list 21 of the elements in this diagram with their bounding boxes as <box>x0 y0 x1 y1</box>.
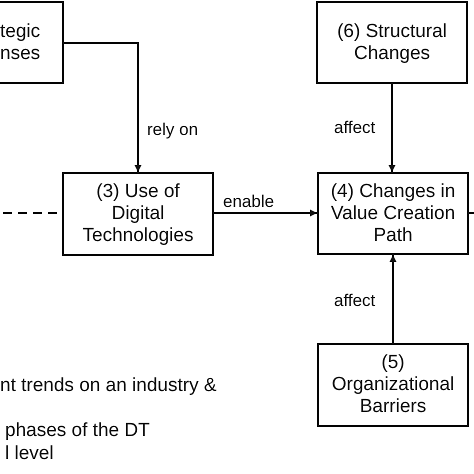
process-box <box>0 1 64 84</box>
node-label: (6) Structural Changes <box>336 20 448 64</box>
arrow <box>64 42 142 172</box>
node-label: (4) Changes in Value Creation Path <box>330 180 456 246</box>
process-box <box>317 343 469 427</box>
arrow <box>214 210 317 216</box>
edge-label: enable <box>223 192 274 212</box>
arrow <box>390 255 396 343</box>
arrow <box>388 84 396 172</box>
node-label: tegic nses <box>0 20 42 64</box>
node-label: (5) Organizational Barriers <box>330 352 456 418</box>
connector-line <box>469 212 474 214</box>
edge-label: affect <box>334 118 376 138</box>
process-box <box>62 172 214 256</box>
edge-label: affect <box>334 291 376 311</box>
note-text: nt trends on an industry & <box>0 374 217 397</box>
process-box <box>317 172 469 255</box>
note-text: phases of the DT l level <box>5 419 150 465</box>
edge-label: rely on <box>147 120 198 140</box>
node-label: (3) Use of Digital Technologies <box>82 181 194 247</box>
process-box <box>316 1 468 84</box>
